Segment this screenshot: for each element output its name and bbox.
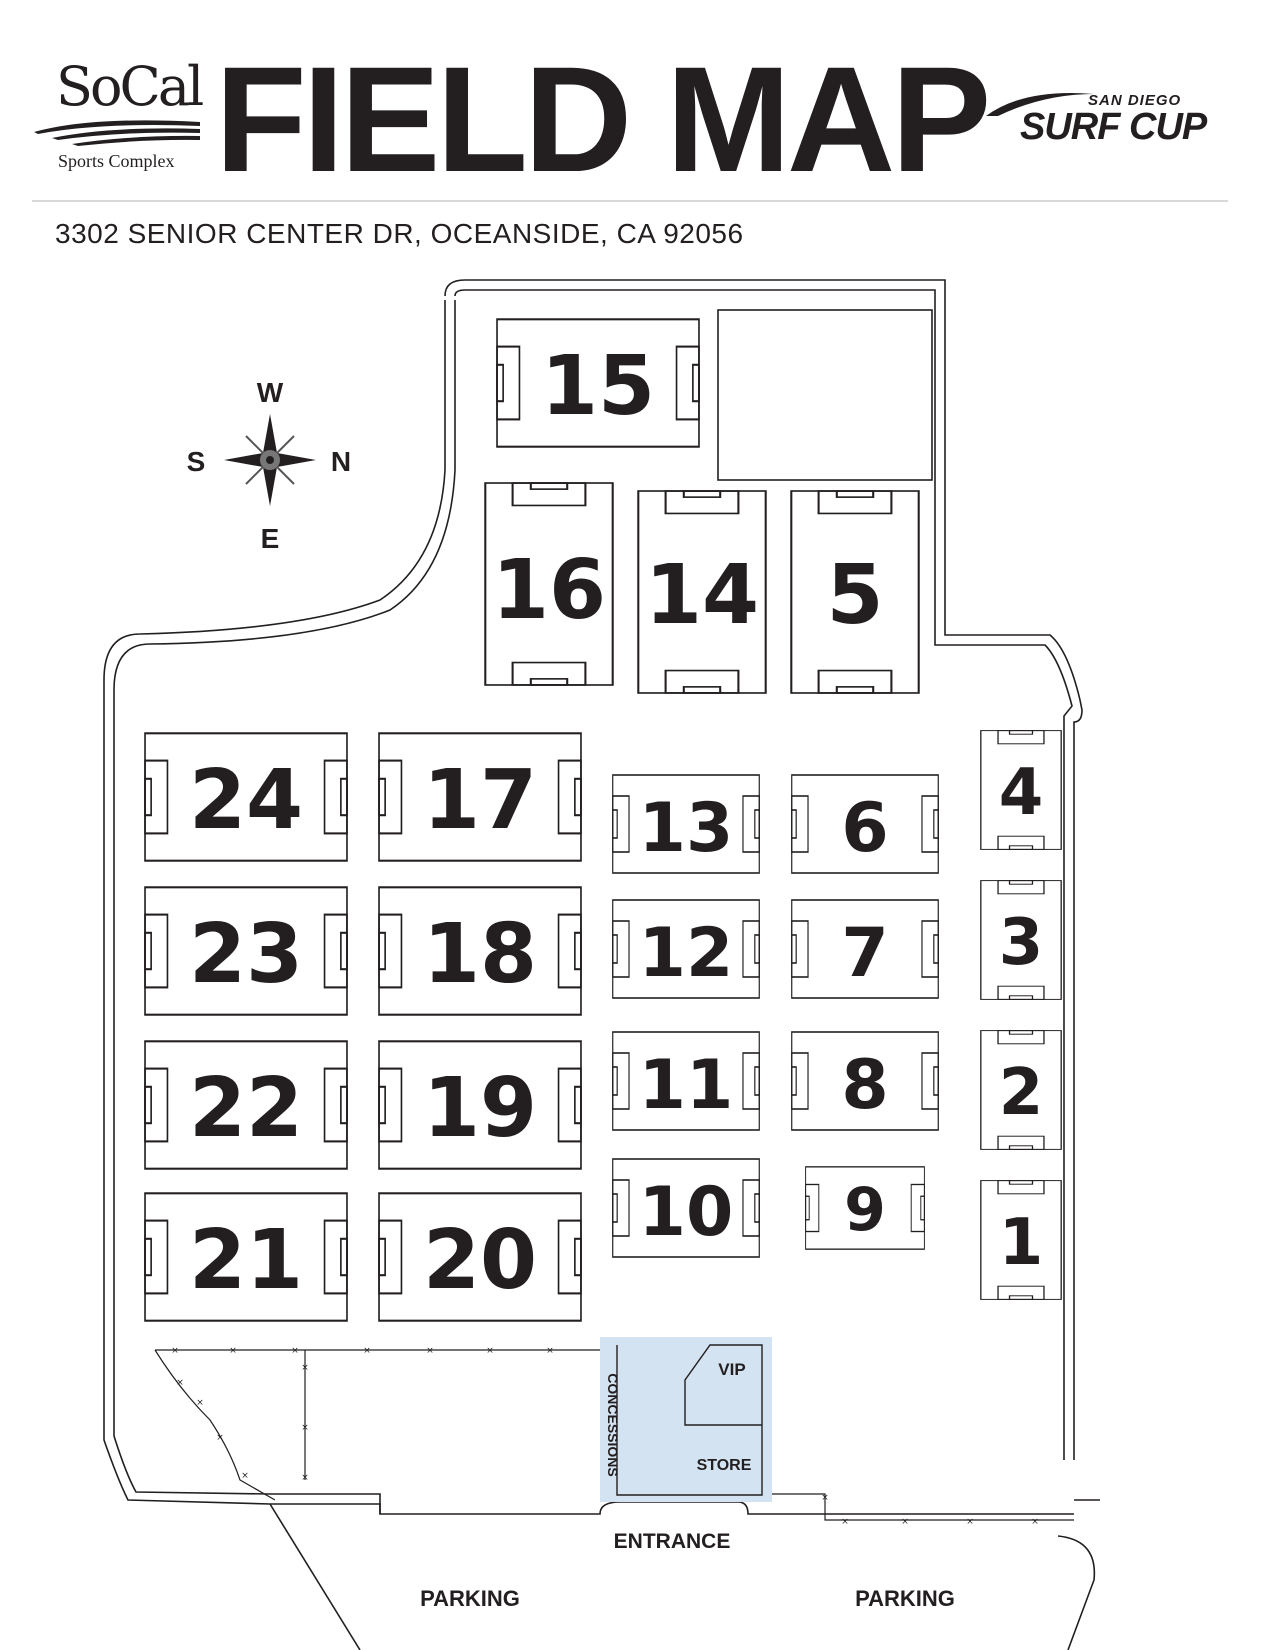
svg-text:24: 24 xyxy=(189,753,303,848)
svg-text:×: × xyxy=(216,1433,224,1443)
svg-text:21: 21 xyxy=(189,1213,303,1308)
svg-text:×: × xyxy=(546,1346,554,1356)
surf-cup-logo-bottom: SURF CUP xyxy=(1020,106,1207,148)
svg-text:14: 14 xyxy=(645,548,759,643)
svg-text:×: × xyxy=(363,1346,371,1356)
svg-text:20: 20 xyxy=(423,1213,537,1308)
svg-text:1: 1 xyxy=(999,1206,1044,1280)
field-9[interactable]: 9 xyxy=(805,1166,925,1250)
field-22[interactable]: 22 xyxy=(144,1040,348,1170)
svg-text:×: × xyxy=(241,1471,249,1481)
svg-text:×: × xyxy=(229,1346,237,1356)
field-19[interactable]: 19 xyxy=(378,1040,582,1170)
svg-text:17: 17 xyxy=(423,753,537,848)
field-21[interactable]: 21 xyxy=(144,1192,348,1322)
field-15[interactable]: 15 xyxy=(496,318,700,448)
svg-text:×: × xyxy=(426,1346,434,1356)
field-6[interactable]: 6 xyxy=(791,774,939,874)
field-3[interactable]: 3 xyxy=(980,880,1062,1000)
field-2[interactable]: 2 xyxy=(980,1030,1062,1150)
field-4[interactable]: 4 xyxy=(980,730,1062,850)
san-diego-surf-cup-logo: SAN DIEGO SURF CUP xyxy=(986,86,1230,156)
fence-line xyxy=(154,1349,1074,1521)
svg-text:23: 23 xyxy=(189,907,303,1002)
svg-text:2: 2 xyxy=(999,1056,1044,1130)
svg-text:3: 3 xyxy=(999,906,1044,980)
concessions-label: CONCESSIONS xyxy=(605,1373,621,1476)
vip-label: VIP xyxy=(718,1360,745,1379)
svg-text:×: × xyxy=(841,1517,849,1527)
field-8[interactable]: 8 xyxy=(791,1031,939,1131)
field-12[interactable]: 12 xyxy=(612,899,760,999)
concessions-area xyxy=(600,1337,772,1502)
field-7[interactable]: 7 xyxy=(791,899,939,999)
field-11[interactable]: 11 xyxy=(612,1031,760,1131)
svg-text:5: 5 xyxy=(826,548,883,643)
svg-text:×: × xyxy=(291,1346,299,1356)
field-14[interactable]: 14 xyxy=(637,490,767,694)
parking-lots xyxy=(269,1503,1096,1650)
socal-logo-swoosh xyxy=(34,120,200,146)
header-divider xyxy=(32,200,1228,202)
svg-text:19: 19 xyxy=(423,1061,537,1156)
svg-text:×: × xyxy=(301,1473,309,1483)
svg-text:10: 10 xyxy=(639,1173,734,1252)
svg-text:×: × xyxy=(196,1398,204,1408)
svg-text:16: 16 xyxy=(492,543,606,638)
svg-text:7: 7 xyxy=(841,914,888,993)
svg-text:11: 11 xyxy=(639,1046,734,1125)
parking-right-label: PARKING xyxy=(855,1586,955,1611)
compass-right-label: N xyxy=(331,446,351,477)
field-5[interactable]: 5 xyxy=(790,490,920,694)
site-boundary xyxy=(103,279,1100,1515)
svg-text:6: 6 xyxy=(841,789,888,868)
socal-logo-subtitle: Sports Complex xyxy=(58,151,175,171)
svg-text:×: × xyxy=(966,1517,974,1527)
field-16[interactable]: 16 xyxy=(484,482,614,686)
svg-text:×: × xyxy=(171,1346,179,1356)
field-13[interactable]: 13 xyxy=(612,774,760,874)
svg-text:×: × xyxy=(176,1378,184,1388)
page-title: FIELD MAP xyxy=(215,35,991,203)
svg-text:×: × xyxy=(301,1423,309,1433)
compass-rose: W S N E xyxy=(187,377,351,554)
field-10[interactable]: 10 xyxy=(612,1158,760,1258)
svg-text:8: 8 xyxy=(841,1046,888,1125)
svg-text:18: 18 xyxy=(423,907,537,1002)
svg-text:13: 13 xyxy=(639,789,734,868)
svg-text:15: 15 xyxy=(541,339,655,434)
svg-text:4: 4 xyxy=(999,756,1044,830)
parking-left-label: PARKING xyxy=(420,1586,520,1611)
socal-logo-wordmark: SoCal xyxy=(56,55,204,118)
svg-text:×: × xyxy=(301,1363,309,1373)
store-label: STORE xyxy=(697,1457,752,1474)
compass-top-label: W xyxy=(257,377,284,408)
fence-markers: ××× ×××× ××× ×××× ××××× xyxy=(171,1346,1039,1527)
venue-address: 3302 SENIOR CENTER DR, OCEANSIDE, CA 920… xyxy=(55,218,744,249)
field-20[interactable]: 20 xyxy=(378,1192,582,1322)
compass-left-label: S xyxy=(187,446,206,477)
svg-text:12: 12 xyxy=(639,914,734,993)
svg-text:×: × xyxy=(821,1493,829,1503)
field-23[interactable]: 23 xyxy=(144,886,348,1016)
compass-bottom-label: E xyxy=(261,523,280,554)
field-18[interactable]: 18 xyxy=(378,886,582,1016)
field-1[interactable]: 1 xyxy=(980,1180,1062,1300)
surf-cup-swoosh xyxy=(986,92,1094,116)
svg-text:×: × xyxy=(901,1517,909,1527)
field-24[interactable]: 24 xyxy=(144,732,348,862)
empty-lot xyxy=(717,309,933,481)
socal-sports-complex-logo: SoCal Sports Complex xyxy=(32,60,217,180)
field-17[interactable]: 17 xyxy=(378,732,582,862)
svg-text:×: × xyxy=(1031,1517,1039,1527)
svg-text:×: × xyxy=(486,1346,494,1356)
surf-cup-logo-top: SAN DIEGO xyxy=(1088,92,1182,109)
svg-text:22: 22 xyxy=(189,1061,303,1156)
entrance-label: ENTRANCE xyxy=(614,1530,731,1553)
svg-text:9: 9 xyxy=(844,1175,886,1245)
